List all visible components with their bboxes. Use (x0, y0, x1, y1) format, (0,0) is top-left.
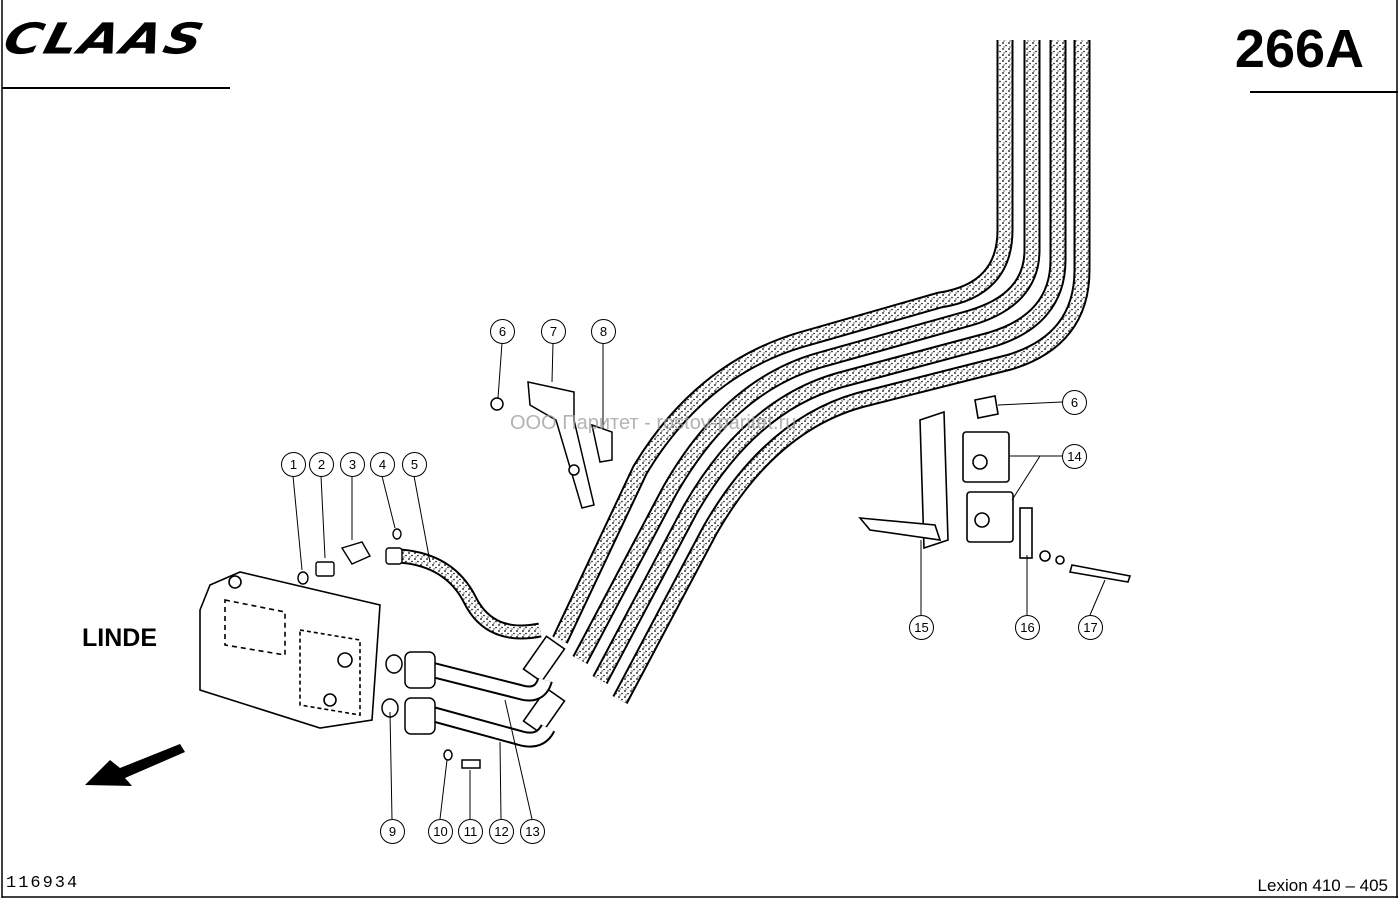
callout-7[interactable]: 7 (541, 319, 566, 344)
callout-13[interactable]: 13 (520, 819, 545, 844)
drawing-number: 116934 (6, 874, 80, 893)
upper-bracket (490, 381, 613, 509)
page-number: 266A (1234, 19, 1364, 79)
callout-9[interactable]: 9 (380, 819, 405, 844)
callout-5[interactable]: 5 (402, 452, 427, 477)
direction-arrow (85, 744, 185, 786)
hose-bundle (552, 40, 1091, 704)
fittings-row (297, 528, 403, 585)
pipe-flanges (381, 651, 481, 769)
pressure-pipes (422, 660, 556, 748)
leader-lines (292, 342, 1106, 820)
brand-logo: CLAAS (0, 14, 211, 64)
clamp-assembly (858, 395, 1132, 583)
callout-6[interactable]: 6 (490, 319, 515, 344)
callout-14[interactable]: 14 (1062, 444, 1087, 469)
callout-1[interactable]: 1 (281, 452, 306, 477)
callout-15[interactable]: 15 (909, 615, 934, 640)
hose-fittings (522, 635, 566, 735)
callout-12[interactable]: 12 (489, 819, 514, 844)
callout-3[interactable]: 3 (340, 452, 365, 477)
callout-17[interactable]: 17 (1078, 615, 1103, 640)
manufacturer-label: LINDE (82, 624, 157, 652)
watermark: ООО Паритет - rostov-paritet.ru (510, 412, 797, 434)
callout-4[interactable]: 4 (370, 452, 395, 477)
callout-11[interactable]: 11 (458, 819, 483, 844)
callout-6-right[interactable]: 6 (1062, 390, 1087, 415)
callout-8[interactable]: 8 (591, 319, 616, 344)
hydraulic-pump (199, 571, 381, 729)
callout-10[interactable]: 10 (428, 819, 453, 844)
callout-2[interactable]: 2 (309, 452, 334, 477)
callout-16[interactable]: 16 (1015, 615, 1040, 640)
model-label: Lexion 410 – 405 (1257, 876, 1388, 895)
